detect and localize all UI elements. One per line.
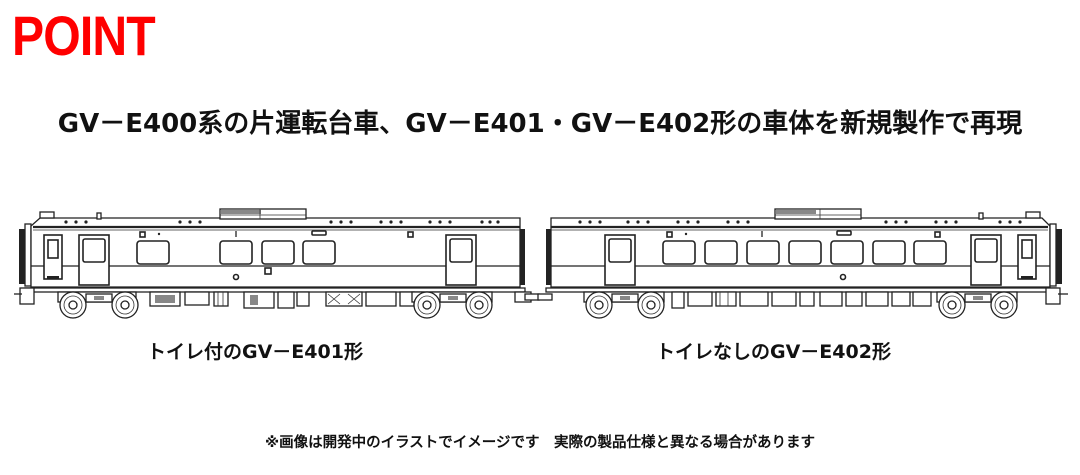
underfloor-equipment bbox=[14, 287, 532, 309]
bogie bbox=[936, 291, 1018, 319]
point-badge: POINT bbox=[12, 4, 156, 67]
underfloor-equipment bbox=[537, 287, 1068, 309]
bogie bbox=[583, 291, 665, 319]
roof-ac-unit bbox=[219, 208, 307, 220]
disclaimer-note: ※画像は開発中のイラストでイメージです 実際の製品仕様と異なる場合があります bbox=[264, 435, 815, 451]
headline: GV－E400系の片運転台車、GV－E401・GV－E402形の車体を新規製作で… bbox=[57, 109, 1023, 139]
bogie bbox=[57, 291, 139, 319]
bogie bbox=[411, 291, 493, 319]
caption-gv-e402: トイレなしのGV－E402形 bbox=[656, 341, 891, 363]
roof-ac-unit bbox=[774, 208, 862, 220]
caption-gv-e401: トイレ付のGV－E401形 bbox=[147, 341, 363, 363]
train-illustration bbox=[14, 208, 1068, 319]
car-gv-e401 bbox=[14, 208, 540, 319]
car-gv-e402 bbox=[537, 208, 1068, 319]
